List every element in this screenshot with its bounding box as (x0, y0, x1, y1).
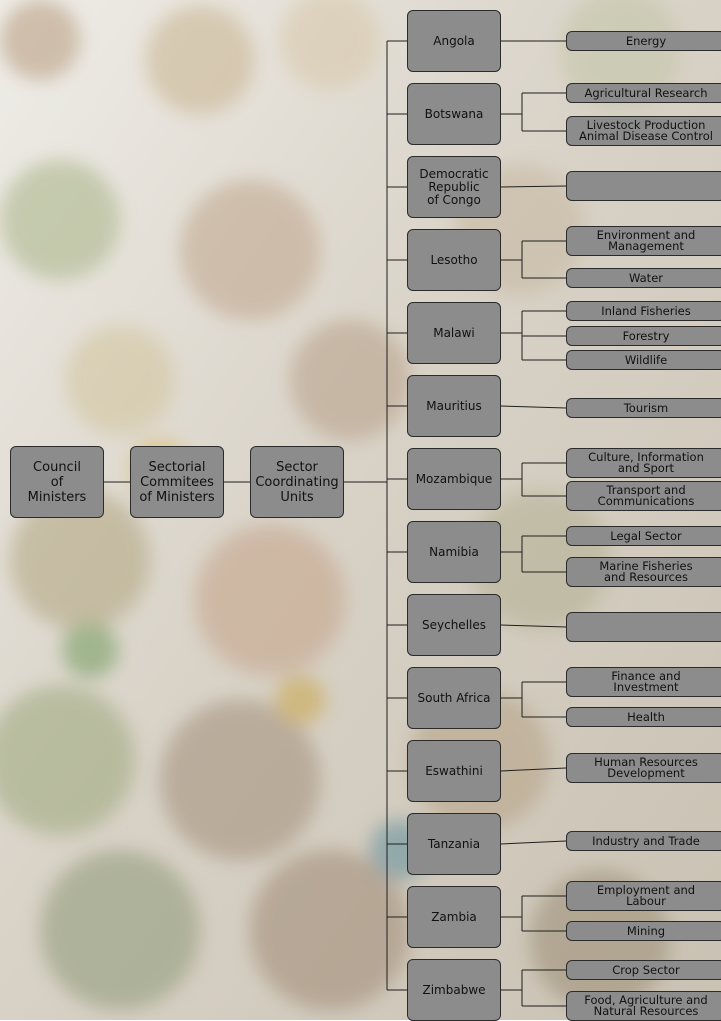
unit-box-finance-and-investment: Finance and Investment (566, 667, 721, 697)
country-box-tanzania: Tanzania (407, 813, 501, 875)
council-of-ministers-box: Council of Ministers (10, 446, 104, 518)
country-box-eswathini: Eswathini (407, 740, 501, 802)
unit-box-employment-and-labour: Employment and Labour (566, 881, 721, 911)
unit-box-industry-and-trade: Industry and Trade (566, 831, 721, 851)
unit-box-empty-seychelles (566, 612, 721, 642)
unit-box-wildlife: Wildlife (566, 350, 721, 370)
unit-box-forestry: Forestry (566, 326, 721, 346)
unit-box-transport-and-communications: Transport and Communications (566, 481, 721, 511)
unit-box-agricultural-research: Agricultural Research (566, 83, 721, 103)
sector-coordinating-units-box: Sector Coordinating Units (250, 446, 344, 518)
unit-box-marine-fisheries-and-resources: Marine Fisheries and Resources (566, 557, 721, 587)
country-box-mozambique: Mozambique (407, 448, 501, 510)
unit-box-mining: Mining (566, 921, 721, 941)
country-box-namibia: Namibia (407, 521, 501, 583)
country-box-democratic-republic-of-congo: Democratic Republic of Congo (407, 156, 501, 218)
unit-box-energy: Energy (566, 31, 721, 51)
country-box-mauritius: Mauritius (407, 375, 501, 437)
country-box-seychelles: Seychelles (407, 594, 501, 656)
country-box-south-africa: South Africa (407, 667, 501, 729)
country-box-zambia: Zambia (407, 886, 501, 948)
country-box-lesotho: Lesotho (407, 229, 501, 291)
unit-box-environment-and-management: Environment and Management (566, 226, 721, 256)
country-box-angola: Angola (407, 10, 501, 72)
unit-box-water: Water (566, 268, 721, 288)
unit-box-culture-information-and-sport: Culture, Information and Sport (566, 448, 721, 478)
country-box-zimbabwe: Zimbabwe (407, 959, 501, 1021)
unit-box-crop-sector: Crop Sector (566, 960, 721, 980)
unit-box-food-agriculture-and-natural-resources: Food, Agriculture and Natural Resources (566, 991, 721, 1021)
sectorial-committees-box: Sectorial Commitees of Ministers (130, 446, 224, 518)
unit-box-inland-fisheries: Inland Fisheries (566, 301, 721, 321)
unit-box-tourism: Tourism (566, 398, 721, 418)
unit-box-livestock-production-animal-disease-control: Livestock Production Animal Disease Cont… (566, 116, 721, 146)
unit-box-human-resources-development: Human Resources Development (566, 753, 721, 783)
unit-box-health: Health (566, 707, 721, 727)
country-box-botswana: Botswana (407, 83, 501, 145)
unit-box-legal-sector: Legal Sector (566, 526, 721, 546)
country-box-malawi: Malawi (407, 302, 501, 364)
unit-box-empty-democratic-republic-of-congo (566, 171, 721, 201)
